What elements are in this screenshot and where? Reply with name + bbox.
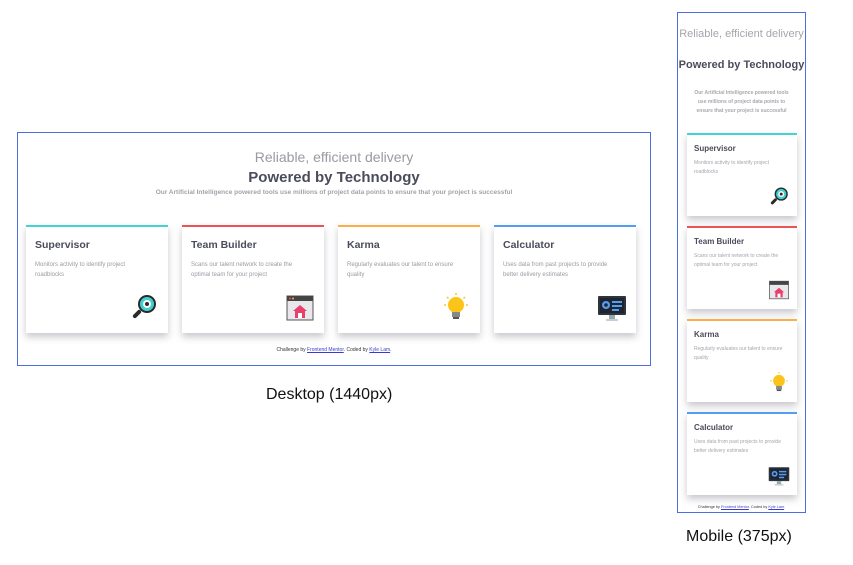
card-title: Team Builder — [694, 237, 745, 246]
subtitle: Reliable, efficient delivery — [254, 149, 414, 165]
card-text: Uses data from past projects to provide … — [503, 262, 608, 278]
page-description: Our Artificial Intelligence powered tool… — [694, 90, 789, 114]
card-title: Karma — [347, 239, 380, 251]
magnifier-icon — [129, 293, 159, 323]
page-title: Powered by Technology — [678, 59, 805, 71]
card-supervisor: Supervisor Monitors activity to identify… — [26, 225, 168, 333]
mobile-caption: Mobile (375px) — [686, 528, 792, 545]
card-karma: Karma Regularly evaluates our talent to … — [687, 319, 797, 402]
card-title: Calculator — [503, 239, 555, 251]
card-title: Supervisor — [694, 144, 736, 153]
attribution: Challenge by Frontend Mentor. Coded by K… — [697, 505, 786, 509]
card-calculator: Calculator Uses data from past projects … — [494, 225, 636, 333]
card-calculator: Calculator Uses data from past projects … — [687, 412, 797, 495]
card-text: Uses data from past projects to provide … — [694, 439, 781, 454]
card-title: Team Builder — [191, 239, 257, 251]
page-title: Powered by Technology — [248, 169, 420, 186]
card-team-builder: Team Builder Scans our talent network to… — [687, 226, 797, 309]
card-text: Scans our talent network to create the o… — [191, 262, 293, 278]
page-description: Our Artificial Intelligence powered tool… — [155, 189, 513, 196]
card-team-builder: Team Builder Scans our talent network to… — [182, 225, 324, 333]
author-link[interactable]: Kyle Lam — [768, 505, 785, 509]
frontend-mentor-link[interactable]: Frontend Mentor — [307, 347, 344, 353]
desktop-preview: Reliable, efficient delivery Powered by … — [17, 132, 651, 366]
lightbulb-icon — [768, 372, 790, 394]
frontend-mentor-link[interactable]: Frontend Mentor — [721, 505, 749, 509]
subtitle: Reliable, efficient delivery — [679, 28, 804, 40]
card-text: Monitors activity to identify project ro… — [694, 160, 770, 175]
mobile-preview: Reliable, efficient delivery Powered by … — [677, 12, 806, 513]
monitor-icon — [768, 465, 790, 487]
magnifier-icon — [768, 186, 790, 208]
card-supervisor: Supervisor Monitors activity to identify… — [687, 133, 797, 216]
card-text: Regularly evaluates our talent to ensure… — [347, 262, 454, 278]
card-text: Scans our talent network to create the o… — [694, 253, 779, 268]
card-text: Regularly evaluates our talent to ensure… — [694, 346, 783, 361]
team-builder-icon — [285, 293, 315, 323]
card-title: Calculator — [694, 423, 734, 432]
card-title: Supervisor — [35, 239, 90, 251]
author-link[interactable]: Kyle Lam — [369, 347, 391, 353]
card-title: Karma — [694, 330, 719, 339]
card-karma: Karma Regularly evaluates our talent to … — [338, 225, 480, 333]
monitor-icon — [597, 293, 627, 323]
card-text: Monitors activity to identify project ro… — [35, 262, 126, 278]
lightbulb-icon — [441, 293, 471, 323]
team-builder-icon — [768, 279, 790, 301]
attribution: Challenge by Frontend Mentor. Coded by K… — [276, 347, 392, 353]
desktop-caption: Desktop (1440px) — [266, 386, 393, 403]
